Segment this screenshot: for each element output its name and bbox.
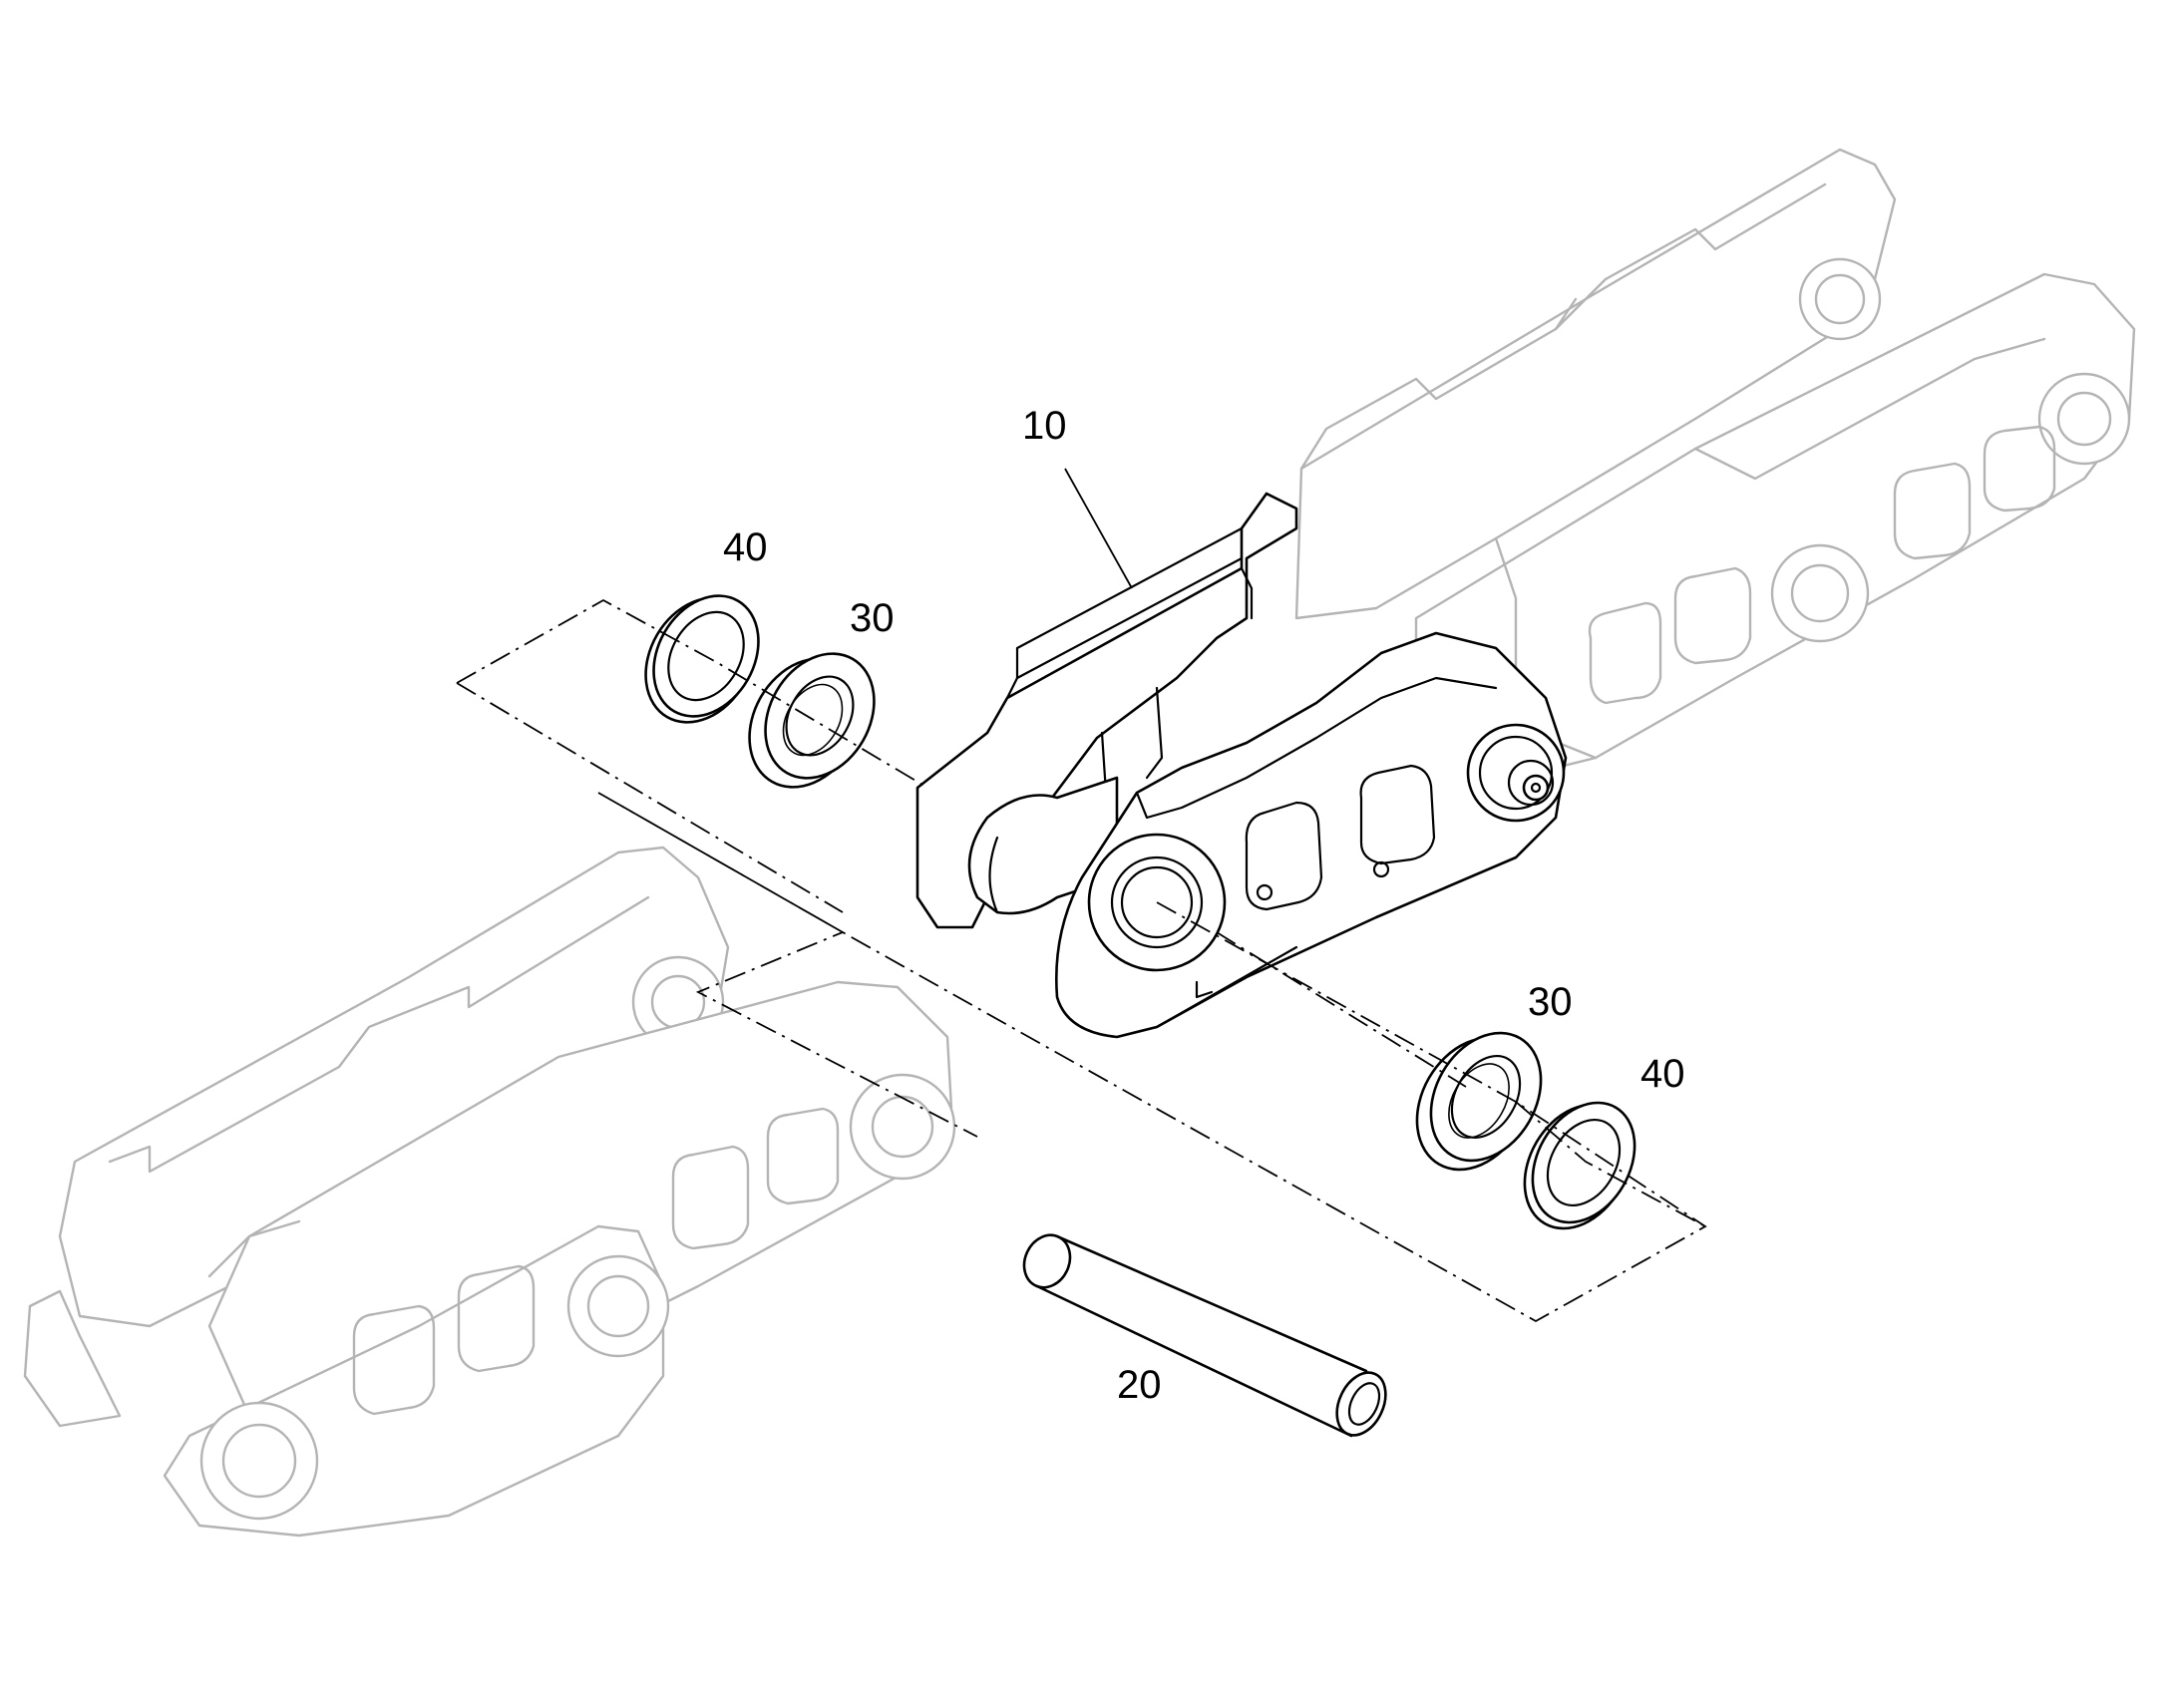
- callout-label-seal-right: 30: [1528, 980, 1573, 1024]
- track-link-assembly: [915, 492, 1568, 1039]
- callout-label-washer-right: 40: [1640, 1052, 1685, 1096]
- callout-label-washer-left: 40: [723, 525, 768, 569]
- callout-label-link-assembly: 10: [1022, 404, 1067, 448]
- ghost-track-chain-upper: [1294, 148, 2136, 790]
- seal-right: [1415, 1031, 1543, 1172]
- callout-label-seal-left: 30: [850, 596, 895, 640]
- callout-leaders: [1064, 468, 1133, 589]
- ghost-track-chain-lower: [23, 846, 956, 1537]
- seal-left: [748, 652, 876, 789]
- assembly-centerlines: [456, 598, 1707, 1323]
- track-pin: [1022, 1233, 1387, 1438]
- callout-label-pin: 20: [1117, 1363, 1162, 1407]
- washer-right: [1523, 1101, 1636, 1230]
- washer-left: [644, 594, 760, 724]
